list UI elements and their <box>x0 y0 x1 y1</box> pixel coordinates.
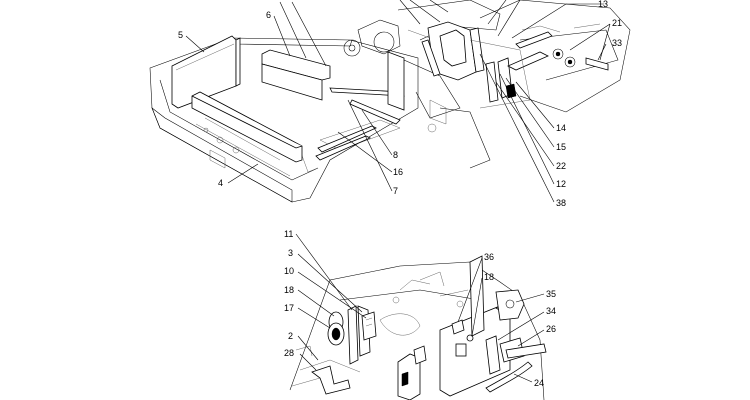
callout-18-left: 18 <box>284 285 294 295</box>
callout-4: 4 <box>218 178 223 188</box>
callout-12: 12 <box>556 179 566 189</box>
callout-34: 34 <box>546 306 556 316</box>
callout-28: 28 <box>284 348 294 358</box>
callout-17: 17 <box>284 303 294 313</box>
upper-callouts: 5 6 4 8 16 7 13 21 33 14 15 22 12 38 <box>178 0 622 208</box>
callout-10: 10 <box>284 266 294 276</box>
callout-8: 8 <box>393 150 398 160</box>
callout-5: 5 <box>178 30 183 40</box>
callout-6: 6 <box>266 10 271 20</box>
callout-16: 16 <box>393 167 403 177</box>
callout-24: 24 <box>534 378 544 388</box>
lower-leader-lines <box>295 233 545 383</box>
callout-7: 7 <box>393 186 398 196</box>
callout-26: 26 <box>546 324 556 334</box>
callout-11: 11 <box>284 229 293 239</box>
callout-2: 2 <box>288 331 293 341</box>
callout-22: 22 <box>556 161 566 171</box>
callout-18-right: 18 <box>484 272 494 282</box>
callout-36: 36 <box>484 252 494 262</box>
upper-leader-lines <box>185 0 611 203</box>
callout-21: 21 <box>612 18 622 28</box>
callout-3: 3 <box>288 248 293 258</box>
callout-33: 33 <box>612 38 622 48</box>
upper-assembly-drawing <box>149 0 631 203</box>
callout-13: 13 <box>598 0 608 9</box>
callout-15: 15 <box>556 142 566 152</box>
callout-14: 14 <box>556 123 566 133</box>
lower-assembly-drawing <box>289 255 547 400</box>
callout-38: 38 <box>556 198 566 208</box>
lower-callouts: 11 3 10 18 17 2 28 36 18 35 34 26 24 <box>284 229 556 388</box>
callout-35: 35 <box>546 289 556 299</box>
